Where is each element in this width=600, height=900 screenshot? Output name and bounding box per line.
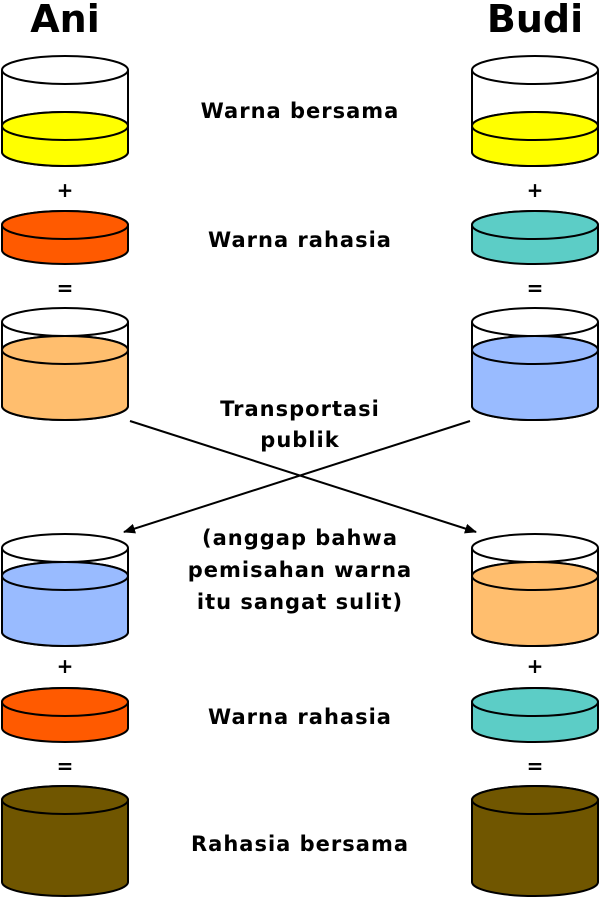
equals-sign: = [527, 754, 544, 778]
budi-shared-secret-icon [471, 785, 599, 897]
label-transport-line2: publik [260, 428, 339, 452]
ani-common-color-icon [1, 55, 129, 167]
budi-common-color-icon [471, 55, 599, 167]
ani-secret-color-icon [1, 210, 129, 265]
person-name-ani: Ani [30, 0, 100, 41]
person-name-budi: Budi [487, 0, 583, 41]
ani-shared-secret-icon [1, 785, 129, 897]
label-shared-secret: Rahasia bersama [191, 832, 409, 856]
label-common-color: Warna bersama [201, 99, 400, 123]
budi-secret-color-icon [471, 210, 599, 265]
equals-sign: = [527, 276, 544, 300]
plus-sign: + [527, 178, 544, 202]
label-secret-color: Warna rahasia [208, 228, 392, 252]
ani-secret-color-icon-2 [1, 687, 129, 743]
plus-sign: + [57, 178, 74, 202]
equals-sign: = [57, 754, 74, 778]
label-secret-color-2: Warna rahasia [208, 705, 392, 729]
label-note-line2: pemisahan warna [188, 558, 412, 582]
budi-secret-color-icon-2 [471, 687, 599, 743]
ani-received-mixture-icon [1, 533, 129, 647]
plus-sign: + [57, 654, 74, 678]
label-transport-line1: Transportasi [220, 397, 380, 421]
budi-received-mixture-icon [471, 533, 599, 647]
label-note-line1: (anggap bahwa [202, 526, 398, 550]
label-note-line3: itu sangat sulit) [197, 590, 403, 614]
ani-mixture-icon [1, 307, 129, 421]
equals-sign: = [57, 276, 74, 300]
exchange-arrows-icon [123, 420, 477, 534]
plus-sign: + [527, 654, 544, 678]
budi-mixture-icon [471, 307, 599, 421]
